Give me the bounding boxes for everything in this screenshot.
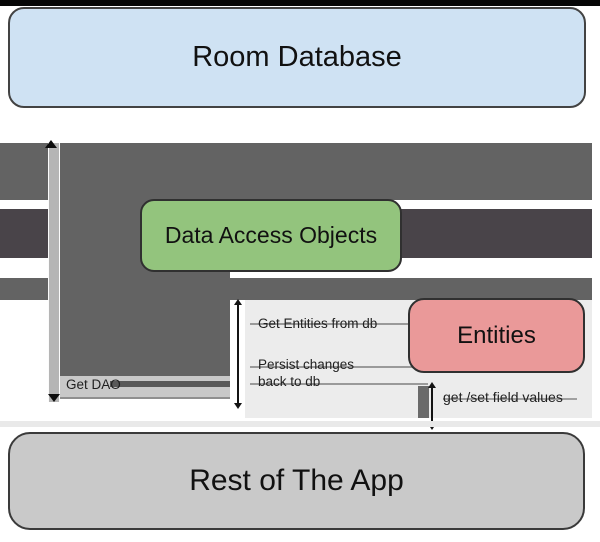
faint-strip [0,421,600,427]
arrowhead-down-icon [428,424,436,430]
node-rest-of-the-app-label: Rest of The App [189,464,404,497]
top-border-bar [0,0,600,6]
node-room-database: Room Database [8,7,586,108]
persist-changes-arrow-line2 [250,383,428,385]
arrowhead-down-icon [234,403,242,409]
arrowhead-up-icon [234,299,242,305]
node-rest-of-the-app: Rest of The App [8,432,585,530]
arrowhead-up-icon [45,140,57,148]
edge-label-get-set-field-values: get /set field values [443,389,563,405]
node-data-access-objects-label: Data Access Objects [164,222,378,248]
get-dao-arrow-line [110,381,230,387]
get-set-arrow-bar [418,386,429,418]
persist-changes-arrow-line [250,366,422,368]
edge-label-get-entities: Get Entities from db [258,316,378,331]
arrowhead-down-icon [48,394,60,402]
arrowhead-up-icon [428,382,436,388]
get-entities-arrow-line [250,323,408,325]
get-set-arrow-line [431,385,433,425]
vertical-arrow-bar [48,143,60,402]
edge-label-persist-changes-line1: Persist changes [258,357,355,372]
edge-label-persist-changes-line2: back to db [258,374,321,389]
dao-app-arrow-line [237,302,239,404]
edge-label-get-dao: Get DAO [66,377,121,392]
get-set-strike-line [443,398,577,400]
node-entities-label: Entities [457,321,536,349]
node-entities: Entities [408,298,585,373]
node-data-access-objects: Data Access Objects [140,199,402,272]
node-room-database-label: Room Database [192,41,402,73]
